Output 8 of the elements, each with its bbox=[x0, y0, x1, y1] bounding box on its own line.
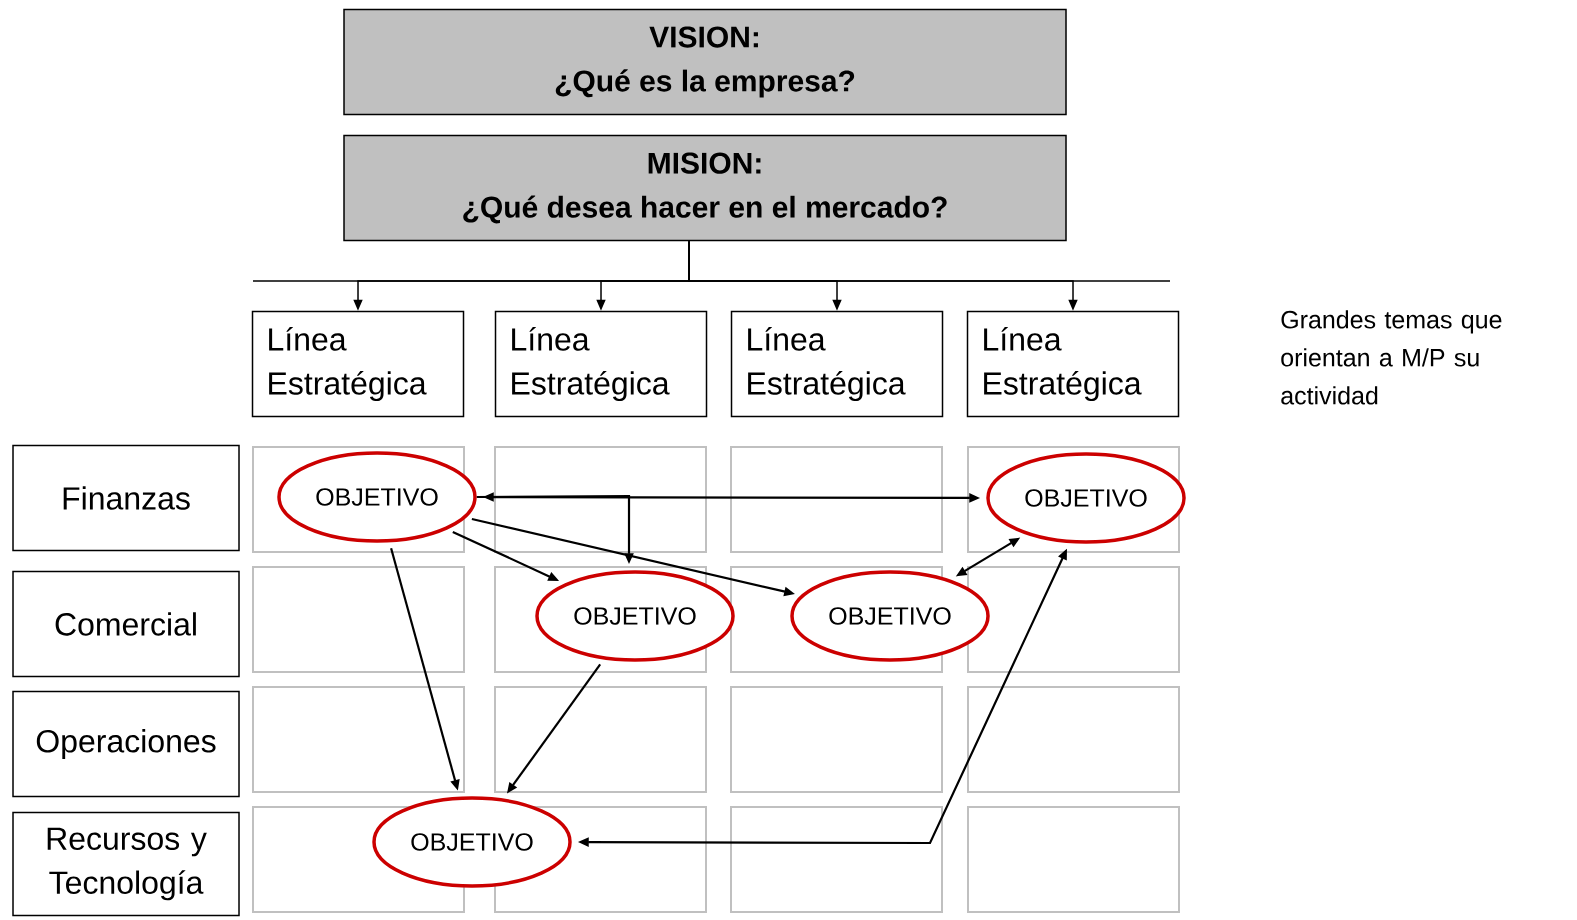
area-box: Comercial bbox=[12, 570, 240, 678]
area-box: Recursos y Tecnología bbox=[12, 811, 240, 917]
statement-box: MISION: ¿Qué desea hacer en el mercado? bbox=[343, 134, 1067, 242]
note-text: Grandes temas que orientan a M/P su actividad bbox=[1281, 310, 1502, 405]
node-label: OBJETIVO bbox=[411, 833, 533, 851]
area-box: Finanzas bbox=[12, 444, 240, 552]
statement-box: VISION: ¿Qué es la empresa? bbox=[343, 8, 1067, 116]
area-box: Operaciones bbox=[12, 690, 240, 798]
